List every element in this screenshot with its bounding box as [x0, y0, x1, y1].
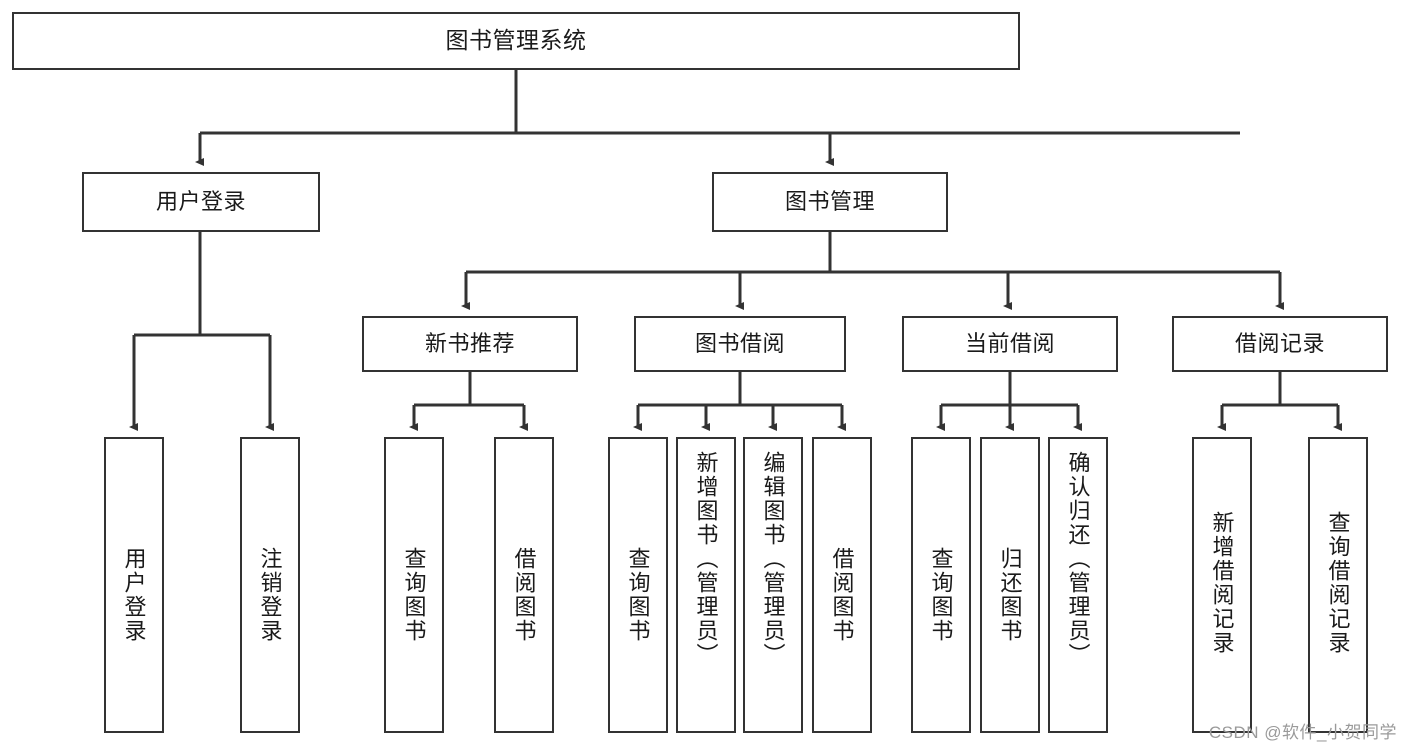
node-new-book-recommend-label: 新书推荐 — [424, 331, 515, 357]
leaf-add-book-label: 新增图书（管理员） — [693, 451, 719, 667]
node-current-borrow[interactable]: 当前借阅 — [902, 316, 1118, 372]
leaf-logout-login-label: 注销登录 — [257, 547, 283, 643]
node-new-book-recommend[interactable]: 新书推荐 — [362, 316, 578, 372]
leaf-query-book-3-label: 查询图书 — [928, 547, 954, 643]
leaf-edit-book[interactable]: 编辑图书（管理员） — [743, 437, 803, 733]
node-borrow-record[interactable]: 借阅记录 — [1172, 316, 1388, 372]
leaf-edit-book-label: 编辑图书（管理员） — [760, 451, 786, 667]
leaf-query-record-label: 查询借阅记录 — [1325, 511, 1351, 655]
leaf-borrow-book-2-label: 借阅图书 — [829, 547, 855, 643]
leaf-query-book-1[interactable]: 查询图书 — [384, 437, 444, 733]
node-user-login[interactable]: 用户登录 — [82, 172, 320, 232]
leaf-add-record-label: 新增借阅记录 — [1209, 511, 1235, 655]
node-root[interactable]: 图书管理系统 — [12, 12, 1020, 70]
leaf-add-book[interactable]: 新增图书（管理员） — [676, 437, 736, 733]
node-book-manage-label: 图书管理 — [784, 189, 875, 215]
node-book-manage[interactable]: 图书管理 — [712, 172, 948, 232]
node-book-borrow-label: 图书借阅 — [694, 331, 785, 357]
leaf-confirm-return-label: 确认归还（管理员） — [1065, 451, 1091, 667]
node-current-borrow-label: 当前借阅 — [964, 331, 1055, 357]
leaf-query-book-1-label: 查询图书 — [401, 547, 427, 643]
node-borrow-record-label: 借阅记录 — [1234, 331, 1325, 357]
leaf-query-book-2-label: 查询图书 — [625, 547, 651, 643]
leaf-borrow-book-2[interactable]: 借阅图书 — [812, 437, 872, 733]
node-root-label: 图书管理系统 — [445, 27, 587, 54]
leaf-add-record[interactable]: 新增借阅记录 — [1192, 437, 1252, 733]
leaf-query-book-3[interactable]: 查询图书 — [911, 437, 971, 733]
leaf-query-book-2[interactable]: 查询图书 — [608, 437, 668, 733]
leaf-query-record[interactable]: 查询借阅记录 — [1308, 437, 1368, 733]
leaf-borrow-book-1-label: 借阅图书 — [511, 547, 537, 643]
watermark-text: CSDN @软件_小贺同学 — [1208, 723, 1397, 742]
leaf-user-login-label: 用户登录 — [121, 547, 147, 643]
leaf-return-book-label: 归还图书 — [997, 547, 1023, 643]
node-user-login-label: 用户登录 — [155, 189, 246, 215]
leaf-logout-login[interactable]: 注销登录 — [240, 437, 300, 733]
leaf-borrow-book-1[interactable]: 借阅图书 — [494, 437, 554, 733]
leaf-user-login[interactable]: 用户登录 — [104, 437, 164, 733]
leaf-confirm-return[interactable]: 确认归还（管理员） — [1048, 437, 1108, 733]
leaf-return-book[interactable]: 归还图书 — [980, 437, 1040, 733]
node-book-borrow[interactable]: 图书借阅 — [634, 316, 846, 372]
